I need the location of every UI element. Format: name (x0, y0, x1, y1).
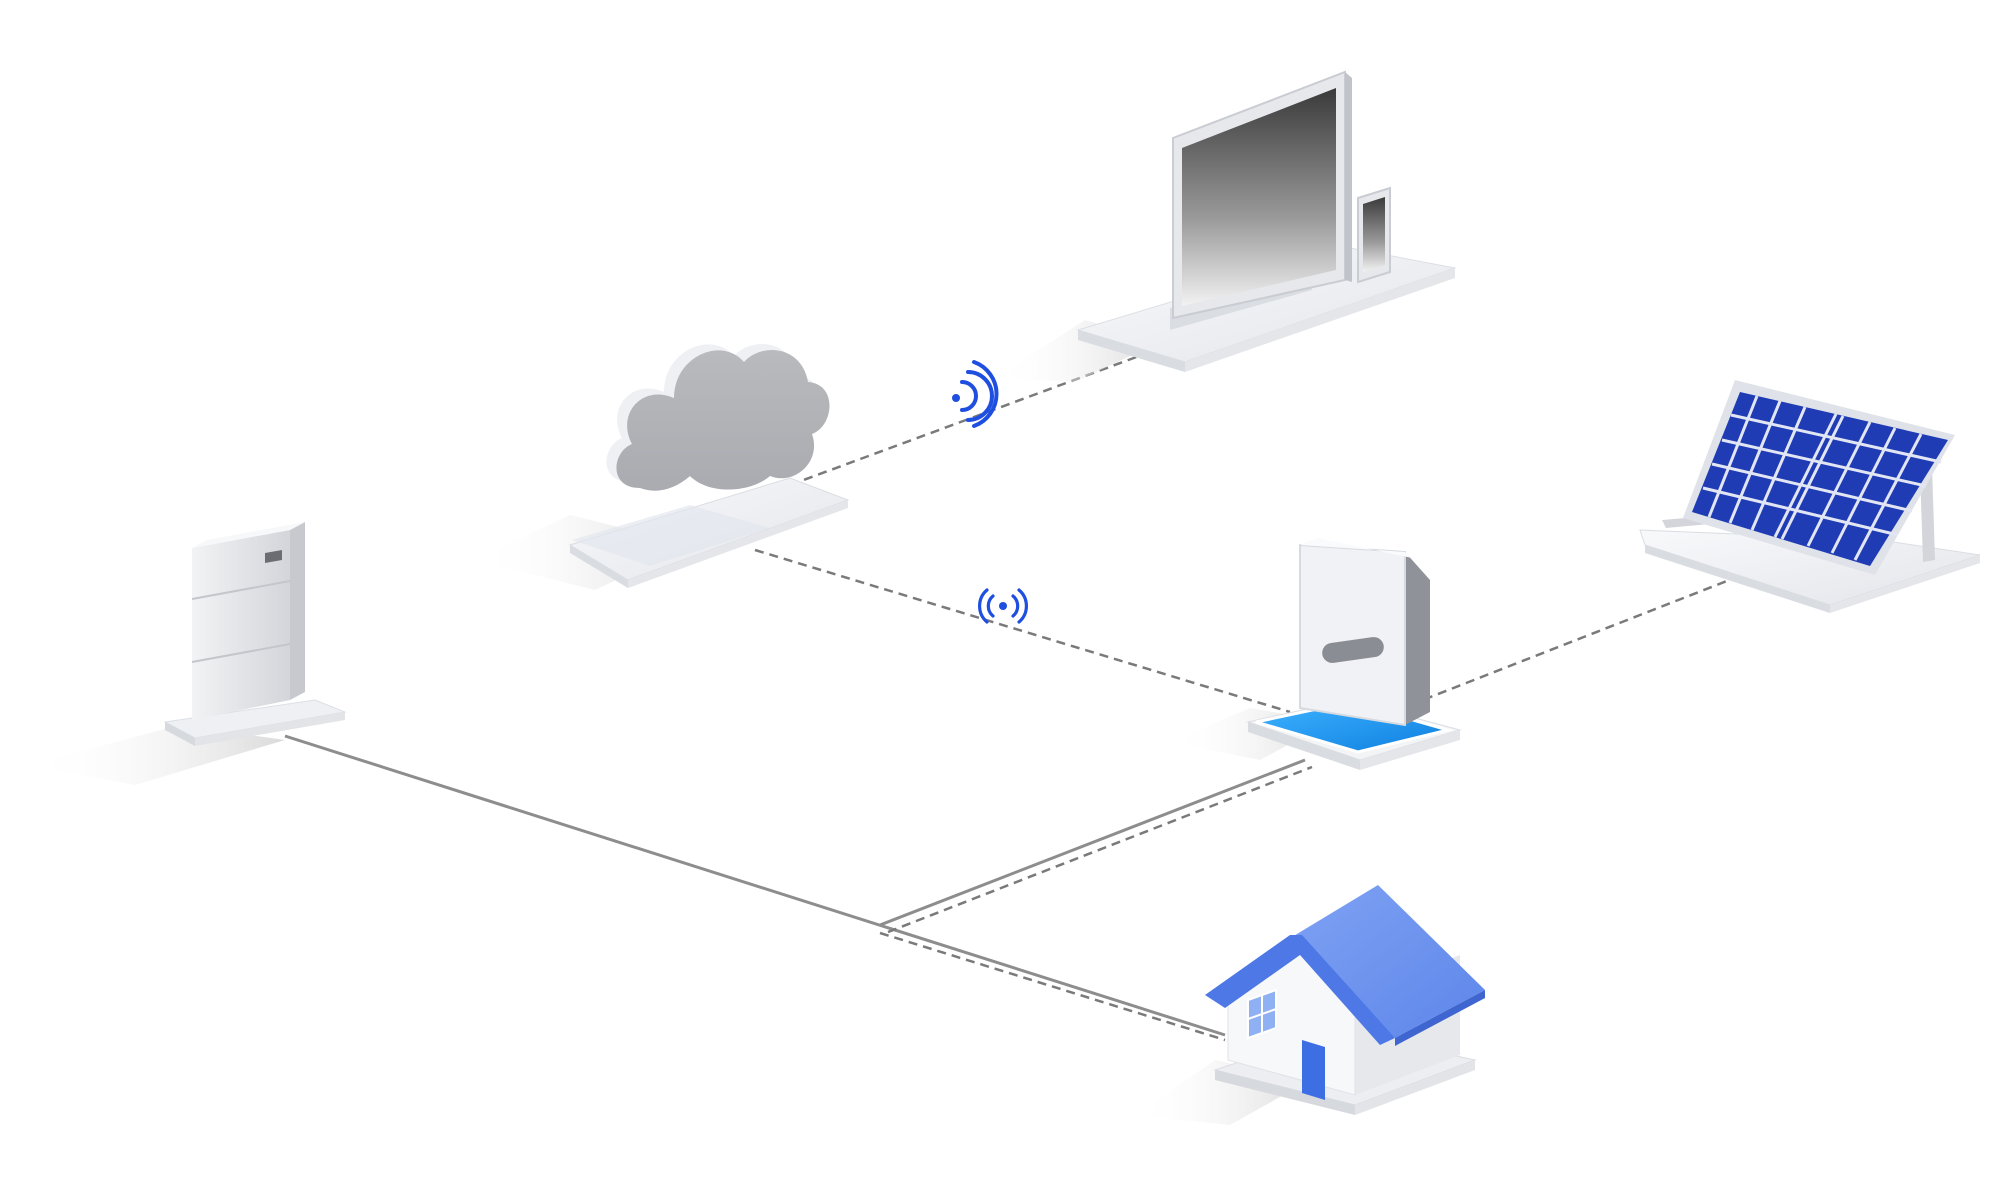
house-base-edge (1215, 1070, 1355, 1115)
cloud-server (475, 344, 850, 590)
cloud-pad-edge (570, 545, 628, 588)
battery-house-line (284, 734, 1226, 1037)
inverter-junction-line (879, 758, 1306, 927)
battery-base-front (195, 712, 345, 746)
monitor-frame-side (1345, 72, 1352, 282)
inverter-base-edge (1248, 722, 1360, 770)
home-load (1135, 885, 1485, 1125)
inverter-top (1300, 538, 1412, 558)
connection-lines (284, 350, 1756, 1042)
battery-storage (30, 522, 347, 785)
cloud-pad-edge (628, 500, 848, 588)
inverter-side (1405, 552, 1430, 725)
hybrid-inverter (1170, 538, 1462, 770)
house-window (1247, 988, 1277, 1040)
cloud-pad-glass (572, 505, 770, 566)
house-roof-edge (1395, 990, 1485, 1046)
solar-inverter-link (1409, 568, 1756, 707)
solar-platform-edge (1830, 555, 1980, 613)
inverter-base-edge (1360, 730, 1460, 770)
inverter-body (1299, 543, 1406, 727)
monitor-platform-edge (1185, 268, 1455, 372)
monitor-platform-edge (1078, 330, 1185, 372)
inverter-display (1322, 637, 1384, 663)
battery-base-side (165, 722, 195, 746)
battery-module-divider (191, 643, 291, 663)
solar-stand (1920, 466, 1935, 562)
battery-indicator (265, 550, 282, 563)
phone-screen (1363, 197, 1385, 272)
solar-panel-grid (1702, 395, 1942, 561)
house-door (1302, 1040, 1325, 1100)
cloud-inverter-link (754, 548, 1291, 714)
battery-module-divider (191, 580, 291, 600)
broadcast-icon (978, 588, 1028, 624)
house-roof-front (1205, 935, 1395, 1045)
monitor-screen (1182, 88, 1336, 306)
wifi-icon (952, 360, 999, 428)
cloud-icon (616, 350, 830, 491)
battery-top (192, 522, 305, 548)
battery-house-dashed-line (879, 931, 1226, 1042)
house-base-edge (1355, 1060, 1475, 1115)
battery-side (290, 522, 305, 700)
solar-panel-array (1639, 380, 1981, 613)
house-roof (1287, 885, 1485, 1038)
solar-platform-edge (1645, 545, 1830, 613)
battery-front (192, 530, 290, 720)
monitoring-devices (995, 70, 1457, 382)
inverter-junction-dashed-line (887, 765, 1313, 934)
